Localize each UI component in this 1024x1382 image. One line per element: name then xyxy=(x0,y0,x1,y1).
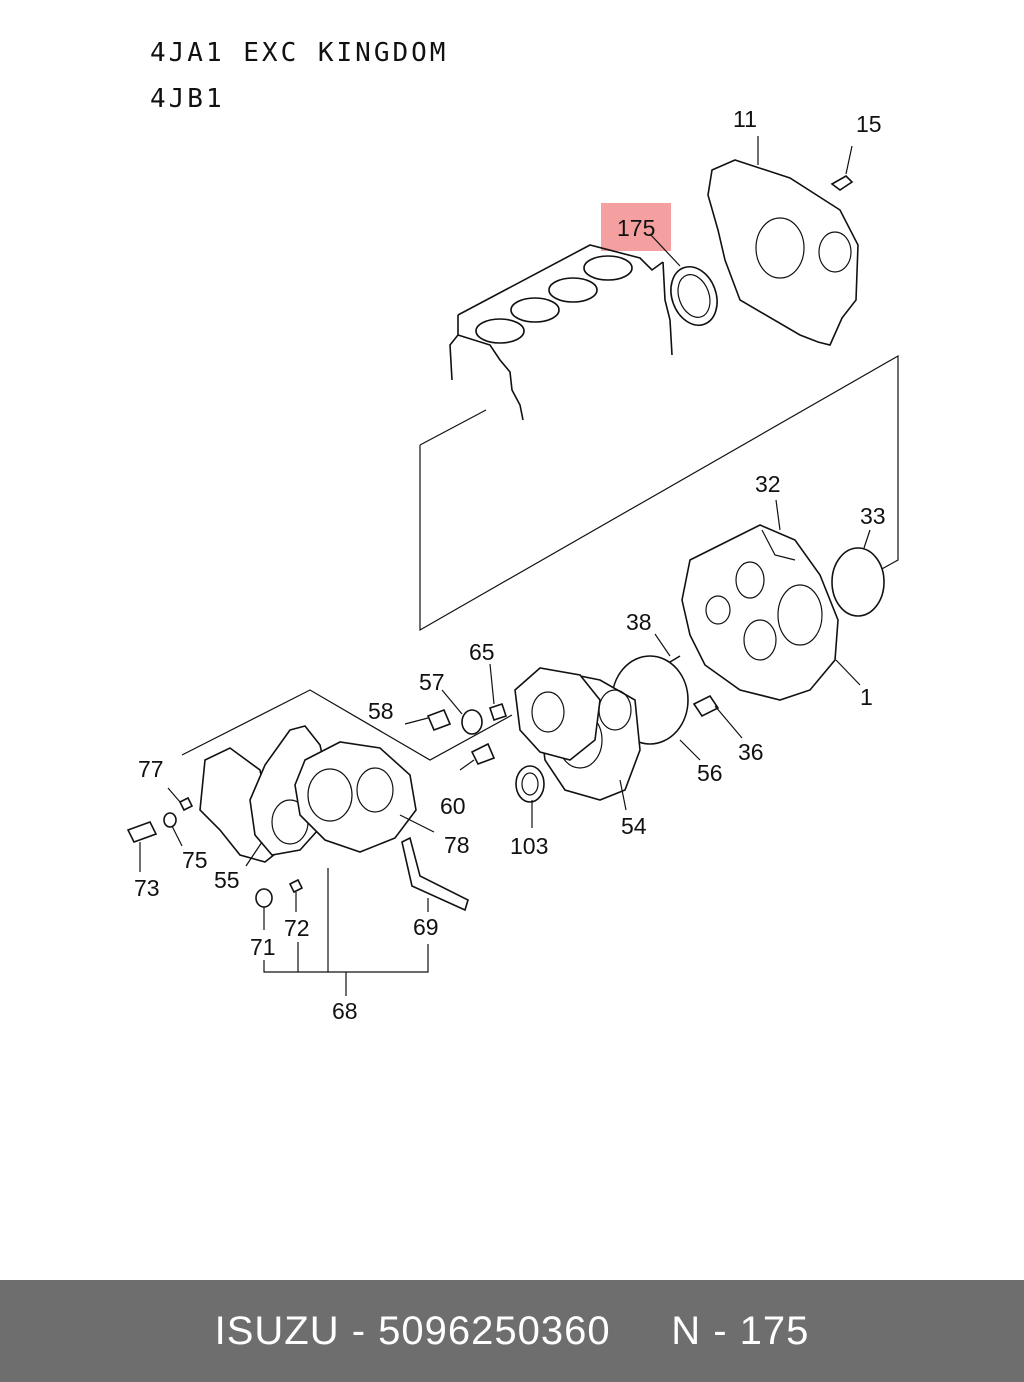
part-175-highlight xyxy=(601,203,671,251)
callout-65: 65 xyxy=(469,639,495,665)
callout-56: 56 xyxy=(697,760,723,786)
callout-57: 57 xyxy=(419,669,445,695)
o-ring-33 xyxy=(831,529,885,617)
plugs-71-72 xyxy=(255,878,304,930)
small-fasteners xyxy=(404,663,508,771)
callout-32: 32 xyxy=(755,471,781,497)
callout-68: 68 xyxy=(332,998,358,1024)
oil-seal-103 xyxy=(515,765,545,828)
front-cover-1 xyxy=(681,499,861,701)
gear-case-section xyxy=(514,667,601,761)
callout-38: 38 xyxy=(626,609,652,635)
timing-gear-cover-55 xyxy=(199,725,435,867)
exploded-parts-diagram: 11 15 175 32 33 1 38 36 56 65 57 58 60 1… xyxy=(126,106,899,1024)
callout-175: 175 xyxy=(617,215,655,241)
callout-55: 55 xyxy=(214,867,240,893)
callout-58: 58 xyxy=(368,698,394,724)
callout-33: 33 xyxy=(860,503,886,529)
callout-77: 77 xyxy=(138,756,164,782)
callout-36: 36 xyxy=(738,739,764,765)
callout-11: 11 xyxy=(733,106,757,132)
callout-71: 71 xyxy=(250,934,276,960)
footer-bar: ISUZU - 5096250360 N - 175 xyxy=(0,1280,1024,1382)
callout-72: 72 xyxy=(284,915,310,941)
bracket-69 xyxy=(401,836,469,912)
pin-38-bolt-36 xyxy=(654,633,743,739)
footer-part-number: ISUZU - 5096250360 N - 175 xyxy=(214,1308,810,1353)
callout-54: 54 xyxy=(621,813,647,839)
callout-69: 69 xyxy=(413,914,439,940)
callout-1: 1 xyxy=(860,684,873,710)
model-header-line-1: 4JA1 EXC KINGDOM xyxy=(150,38,449,68)
oil-seal-175 xyxy=(649,233,718,326)
callout-15: 15 xyxy=(856,111,882,137)
flywheel-housing-plate-11 xyxy=(707,136,859,346)
callout-78: 78 xyxy=(444,832,470,858)
callout-73: 73 xyxy=(134,875,160,901)
assembly-bracket-frame xyxy=(181,354,899,761)
callout-75: 75 xyxy=(182,847,208,873)
callout-60: 60 xyxy=(440,793,466,819)
callout-103: 103 xyxy=(510,833,548,859)
engine-block-outline xyxy=(449,244,673,421)
model-header-line-2: 4JB1 xyxy=(150,84,225,114)
group-bracket-68 xyxy=(263,868,429,996)
bolts-73-75-77 xyxy=(126,787,194,872)
